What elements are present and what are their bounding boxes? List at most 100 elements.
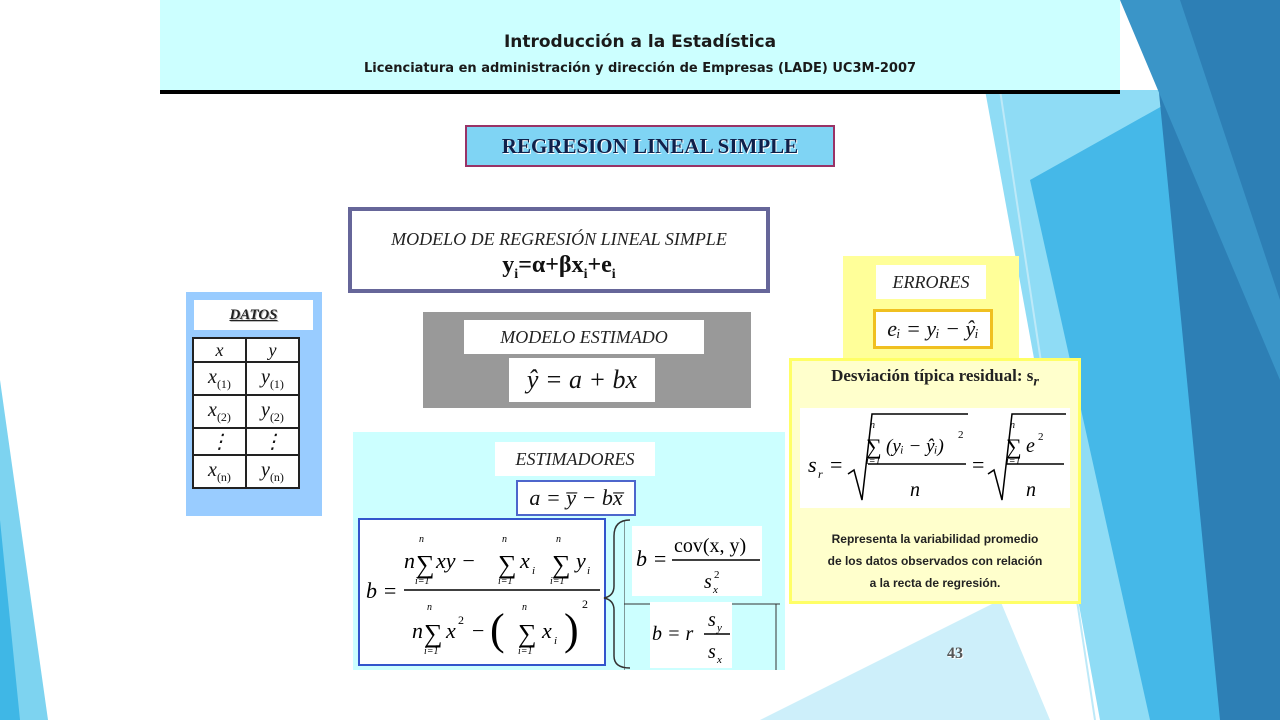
cell-y: y(n) (245, 454, 300, 489)
svg-text:∑: ∑ (552, 550, 571, 579)
svg-text:2: 2 (958, 429, 964, 441)
svg-text:s: s (808, 452, 817, 477)
svg-text:n: n (556, 534, 561, 545)
svg-text:r: r (818, 467, 823, 481)
svg-text:x: x (519, 548, 530, 573)
svg-text:2: 2 (458, 613, 464, 627)
errores-label: ERRORES (876, 265, 986, 299)
svg-text:i=1: i=1 (1006, 456, 1021, 467)
svg-text:x: x (445, 618, 456, 643)
svg-text:n: n (427, 602, 432, 613)
svg-text:=: = (972, 452, 984, 477)
cell-x: x(n) (192, 454, 247, 489)
cell-y: y(2) (245, 394, 300, 429)
brace (603, 519, 631, 669)
svg-text:∑: ∑ (518, 619, 537, 648)
table-row: x(n) y(n) (192, 454, 300, 489)
svg-text:2: 2 (714, 569, 720, 581)
svg-text:i=1: i=1 (424, 646, 439, 657)
svg-text:x: x (716, 654, 722, 666)
svg-text:n: n (419, 534, 424, 545)
svg-text:s: s (708, 609, 716, 631)
svg-text:s: s (708, 641, 716, 663)
svg-text:i: i (532, 565, 535, 577)
svg-text:∑: ∑ (498, 550, 517, 579)
svg-text:n: n (870, 420, 875, 431)
svg-text:n: n (412, 618, 423, 643)
svg-text:=: = (830, 452, 842, 477)
errores-formula: eᵢ = yᵢ − ŷᵢ (873, 309, 993, 349)
svg-text:(yᵢ − ŷᵢ): (yᵢ − ŷᵢ) (886, 436, 944, 457)
svg-text:b =: b = (636, 546, 667, 571)
course-subtitle: Licenciatura en administración y direcci… (363, 61, 917, 76)
desviacion-formula: s r = n ∑ i=1 (yᵢ − ŷᵢ) 2 n = n ∑ i=1 e … (800, 408, 1070, 508)
table-row: x y (192, 337, 300, 363)
svg-text:i: i (587, 565, 590, 577)
svg-text:i=1: i=1 (498, 576, 513, 587)
svg-text:y: y (574, 548, 586, 573)
svg-text:x: x (712, 584, 718, 596)
svg-text:n: n (404, 548, 415, 573)
svg-text:n: n (1026, 479, 1036, 501)
svg-text:n: n (910, 479, 920, 501)
svg-text:): ) (564, 605, 579, 654)
a-formula: a = y̅ − bx̅ (516, 480, 636, 516)
table-row: ⋮ ⋮ (192, 427, 300, 456)
cell-y: y(1) (245, 361, 300, 396)
cell-y: ⋮ (245, 427, 300, 456)
bg-right-stripe (1120, 0, 1280, 380)
estimado-label: MODELO ESTIMADO (464, 320, 704, 354)
datos-label: DATOS (194, 300, 313, 330)
svg-text:(: ( (490, 605, 505, 654)
svg-text:b = r: b = r (652, 623, 693, 645)
desviacion-title: Desviación típica residual: sr (831, 366, 1039, 390)
table-row: x(2) y(2) (192, 394, 300, 429)
cell-x: x(1) (192, 361, 247, 396)
svg-text:i=1: i=1 (550, 576, 565, 587)
svg-text:∑: ∑ (1006, 434, 1022, 459)
bg-left-triangle-light (0, 380, 48, 720)
svg-text:n: n (502, 534, 507, 545)
svg-text:cov(x, y): cov(x, y) (674, 535, 746, 557)
modelo-box: MODELO DE REGRESIÓN LINEAL SIMPLE yi=α+β… (348, 207, 770, 293)
course-title: Introducción a la Estadística (503, 32, 777, 52)
svg-text:n: n (522, 602, 527, 613)
svg-text:∑: ∑ (424, 619, 443, 648)
datos-table: x y x(1) y(1) x(2) y(2) ⋮ ⋮ x(n) y(n) (192, 337, 300, 489)
desviacion-description: Representa la variabilidad promedio de l… (827, 532, 1043, 590)
bg-right-panel-dark (1150, 0, 1280, 720)
svg-text:x: x (541, 618, 552, 643)
svg-text:xy −: xy − (435, 548, 476, 573)
estimado-formula: ŷ = a + bx (509, 358, 655, 402)
svg-text:y: y (716, 622, 722, 634)
svg-text:2: 2 (582, 597, 588, 611)
bg-left-triangle-dark (0, 520, 20, 720)
svg-text:i: i (554, 635, 557, 647)
header-cell-y: y (245, 337, 300, 363)
table-row: x(1) y(1) (192, 361, 300, 396)
b-formula: b = n n ∑ i=1 xy − n ∑ i=1 x i n ∑ i=1 y… (366, 534, 600, 657)
svg-text:−: − (472, 618, 484, 643)
estimadores-label: ESTIMADORES (495, 442, 655, 476)
svg-text:i=1: i=1 (518, 646, 533, 657)
cell-x: x(2) (192, 394, 247, 429)
svg-text:i=1: i=1 (415, 576, 430, 587)
svg-text:b =: b = (366, 578, 397, 603)
slide-header: Introducción a la Estadística Licenciatu… (160, 0, 1120, 94)
svg-text:s: s (704, 571, 712, 593)
svg-text:i=1: i=1 (866, 456, 881, 467)
b-formula-box: b = n n ∑ i=1 xy − n ∑ i=1 x i n ∑ i=1 y… (358, 518, 606, 666)
modelo-formula: yi=α+βxi+ei (502, 252, 616, 282)
svg-text:2: 2 (1038, 431, 1044, 443)
bg-bottom-triangle (760, 600, 1050, 720)
header-cell-x: x (192, 337, 247, 363)
svg-text:∑: ∑ (866, 434, 882, 459)
svg-text:∑: ∑ (416, 550, 435, 579)
b-cov-formula: b = cov(x, y) s x 2 (632, 526, 762, 596)
svg-text:e: e (1026, 435, 1035, 457)
cell-x: ⋮ (192, 427, 247, 456)
modelo-label: MODELO DE REGRESIÓN LINEAL SIMPLE (391, 229, 727, 249)
page-number: 43 (947, 645, 963, 662)
b-r-formula: b = r s y s x (650, 602, 732, 668)
